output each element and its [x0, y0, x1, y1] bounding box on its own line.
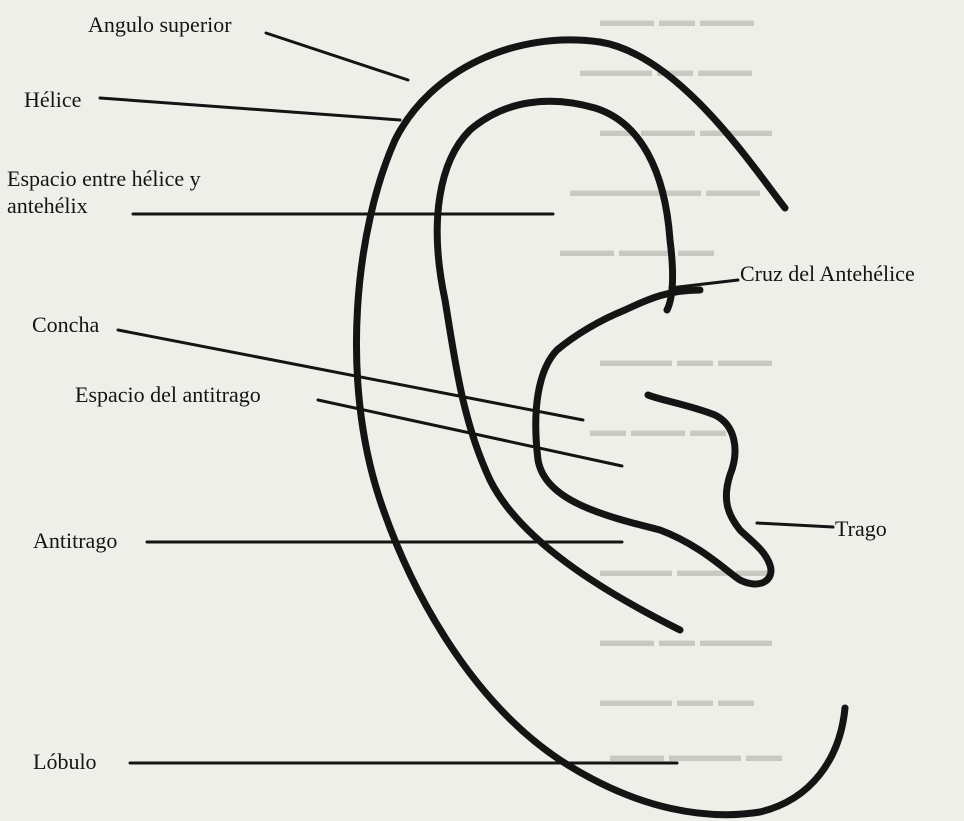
helix-outer-contour: [356, 40, 845, 815]
antihelix-contour: [437, 101, 680, 630]
label-espacio-helice-line1: Espacio entre hélice y: [7, 167, 201, 191]
label-trago: Trago: [835, 517, 887, 541]
label-antitrago: Antitrago: [33, 529, 117, 553]
leader-cruz-antehelice: [670, 280, 738, 288]
leader-helice: [100, 98, 400, 120]
leader-angulo-superior: [266, 33, 408, 80]
label-espacio-helice-line2: antehélix: [7, 194, 88, 218]
concha-tragus-contour: [536, 290, 771, 584]
label-helice: Hélice: [24, 88, 81, 112]
label-concha: Concha: [32, 313, 99, 337]
label-angulo-superior: Angulo superior: [88, 13, 232, 37]
label-lobulo: Lóbulo: [33, 750, 97, 774]
label-espacio-antitrago: Espacio del antitrago: [75, 383, 261, 407]
leader-trago: [757, 523, 833, 527]
label-cruz-antehelice: Cruz del Antehélice: [740, 262, 915, 286]
